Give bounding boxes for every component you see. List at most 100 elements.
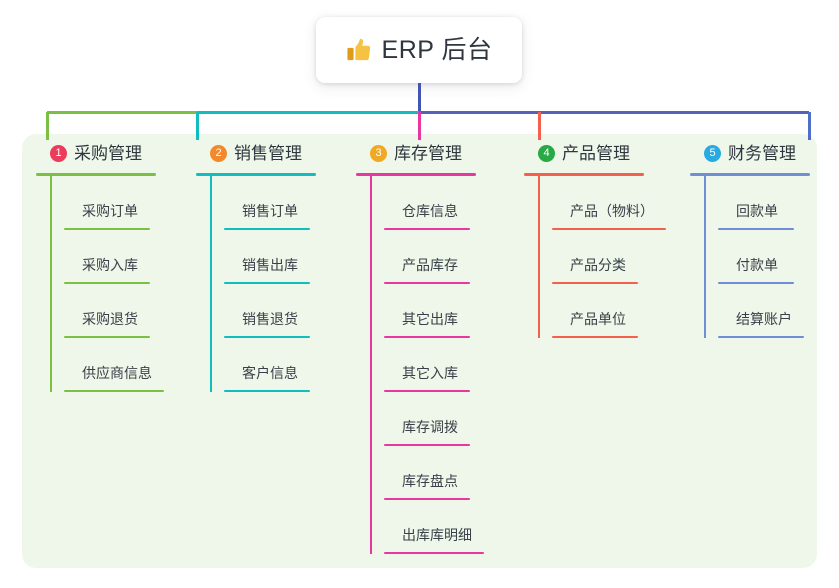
leaf-item[interactable]: 销售退货 [210,284,356,338]
leaf-item-label: 采购入库 [82,257,138,273]
root-node-erp[interactable]: ERP 后台 [316,17,522,83]
leaf-item-label: 产品分类 [570,257,626,273]
column-items: 销售订单销售出库销售退货客户信息 [196,176,356,392]
column-spine [538,176,540,338]
column-badge-3: 3 [370,144,387,162]
column-items: 回款单付款单结算账户 [690,176,839,338]
column-spine [370,176,372,554]
leaf-item-label: 供应商信息 [82,365,152,381]
leaf-item-label: 库存调拨 [402,419,458,435]
leaf-item[interactable]: 其它入库 [370,338,516,392]
leaf-item-rule [64,336,150,338]
leaf-item[interactable]: 供应商信息 [50,338,196,392]
leaf-item-rule [552,228,666,230]
leaf-item-rule [64,228,150,230]
leaf-item[interactable]: 客户信息 [210,338,356,392]
column-badge-1: 1 [50,144,67,162]
leaf-item-rule [384,336,470,338]
column-title: 产品管理 [562,143,630,163]
leaf-item-rule [224,282,310,284]
column-title: 采购管理 [74,143,142,163]
column-badge-2: 2 [210,144,227,162]
leaf-item-rule [384,444,470,446]
leaf-item-label: 产品（物料） [570,203,654,219]
leaf-item[interactable]: 付款单 [704,230,839,284]
column-产品管理: 4 产品管理产品（物料） 产品分类产品单位 [524,140,684,338]
leaf-item-rule [552,282,638,284]
leaf-item-rule [384,552,484,554]
leaf-item-label: 结算账户 [736,311,792,327]
leaf-item-rule [718,228,794,230]
column-title: 销售管理 [234,143,302,163]
column-spine [704,176,706,338]
leaf-item[interactable]: 采购入库 [50,230,196,284]
leaf-item[interactable]: 产品（物料） [538,176,684,230]
column-header-rule [690,173,810,176]
column-items: 产品（物料） 产品分类产品单位 [524,176,684,338]
column-header-2[interactable]: 2 销售管理 [196,140,356,166]
column-header-3[interactable]: 3 库存管理 [356,140,516,166]
leaf-item-rule [718,336,804,338]
leaf-item-rule [224,336,310,338]
column-销售管理: 2 销售管理销售订单销售出库销售退货客户信息 [196,140,356,392]
column-badge-4: 4 [538,144,555,162]
leaf-item[interactable]: 销售出库 [210,230,356,284]
leaf-item-label: 产品库存 [402,257,458,273]
column-spine [50,176,52,392]
column-spine [210,176,212,392]
column-items: 仓库信息产品库存其它出库其它入库库存调拨库存盘点出库库明细 [356,176,516,554]
leaf-item[interactable]: 采购退货 [50,284,196,338]
leaf-item-label: 销售退货 [242,311,298,327]
leaf-item-rule [64,282,150,284]
leaf-item-label: 采购订单 [82,203,138,219]
leaf-item-label: 采购退货 [82,311,138,327]
leaf-item[interactable]: 销售订单 [210,176,356,230]
leaf-item[interactable]: 库存调拨 [370,392,516,446]
leaf-item[interactable]: 仓库信息 [370,176,516,230]
leaf-item[interactable]: 产品库存 [370,230,516,284]
leaf-item[interactable]: 产品单位 [538,284,684,338]
column-header-4[interactable]: 4 产品管理 [524,140,684,166]
leaf-item-rule [384,498,470,500]
column-header-rule [356,173,476,176]
leaf-item-rule [224,390,310,392]
column-header-1[interactable]: 1 采购管理 [36,140,196,166]
leaf-item[interactable]: 回款单 [704,176,839,230]
leaf-item-label: 回款单 [736,203,778,219]
leaf-item-rule [224,228,310,230]
column-header-rule [196,173,316,176]
leaf-item[interactable]: 产品分类 [538,230,684,284]
diagram-panel-background [22,134,817,568]
column-items: 采购订单采购入库采购退货供应商信息 [36,176,196,392]
leaf-item-label: 付款单 [736,257,778,273]
leaf-item[interactable]: 出库库明细 [370,500,516,554]
column-header-rule [36,173,156,176]
leaf-item[interactable]: 库存盘点 [370,446,516,500]
leaf-item[interactable]: 其它出库 [370,284,516,338]
leaf-item-label: 销售出库 [242,257,298,273]
leaf-item-rule [384,282,470,284]
column-采购管理: 1 采购管理采购订单采购入库采购退货供应商信息 [36,140,196,392]
leaf-item-label: 其它入库 [402,365,458,381]
leaf-item-label: 出库库明细 [402,527,472,543]
column-库存管理: 3 库存管理仓库信息产品库存其它出库其它入库库存调拨库存盘点出库库明细 [356,140,516,554]
leaf-item-rule [718,282,794,284]
column-title: 库存管理 [394,143,462,163]
leaf-item-label: 库存盘点 [402,473,458,489]
leaf-item-label: 客户信息 [242,365,298,381]
leaf-item[interactable]: 结算账户 [704,284,839,338]
root-node-title: ERP 后台 [381,35,493,64]
leaf-item-rule [64,390,164,392]
leaf-item-rule [384,228,470,230]
leaf-item-label: 仓库信息 [402,203,458,219]
leaf-item-rule [384,390,470,392]
leaf-item[interactable]: 采购订单 [50,176,196,230]
leaf-item-label: 其它出库 [402,311,458,327]
leaf-item-label: 产品单位 [570,311,626,327]
column-badge-5: 5 [704,144,721,162]
column-header-rule [524,173,644,176]
leaf-item-rule [552,336,638,338]
